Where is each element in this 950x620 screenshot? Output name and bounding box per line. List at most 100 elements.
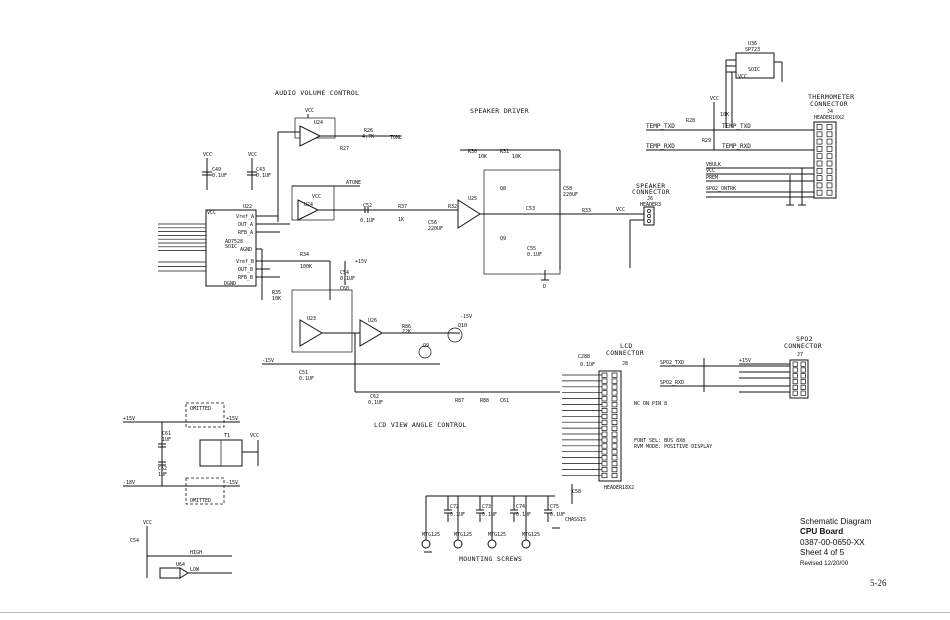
cap-label: C73: [482, 504, 491, 510]
vcc-u24b: VCC: [312, 194, 321, 200]
r31-value: 10K: [512, 154, 521, 160]
power-transformer-block: OMITTED +15V +15V C61 1UF T1 VCC C62 1UF…: [123, 402, 259, 505]
r34-label: R34: [300, 252, 309, 258]
title-line-3: 0387-00-0650-XX: [800, 537, 865, 547]
high-net: HIGH: [190, 550, 202, 556]
u22-label: U22: [243, 204, 252, 210]
out-a-pin: OUT_A: [238, 222, 253, 228]
q8-label: Q8: [500, 186, 506, 192]
c62-power-value: 1UF: [158, 472, 167, 478]
cap-value: 0.1UF: [482, 512, 497, 518]
out-b-pin: OUT_B: [238, 267, 253, 273]
lcd-view-angle-block: R34 100K +15V C54 0.1UF R35 10K C60 U23 …: [262, 252, 560, 429]
c53-label: C53: [526, 206, 535, 212]
j4-connector: [813, 121, 837, 199]
j8-pin: [611, 431, 618, 437]
prem-net: PREM: [706, 175, 718, 181]
u22-package: SOIC: [225, 244, 237, 250]
cap-label: C75: [550, 504, 559, 510]
j8-pin: [611, 472, 618, 479]
omitted-bottom-label: OMITTED: [190, 498, 211, 504]
tone-net: TONE: [390, 135, 402, 141]
audio-volume-block: AUDIO VOLUME CONTROL VCC U24 R26 4.7K TO…: [202, 89, 460, 232]
u36-package: SOIC: [748, 67, 760, 73]
j4-pin: [826, 182, 833, 189]
j8-pin: [611, 437, 618, 443]
j7-pin: [792, 390, 798, 396]
r26-label: R26: [364, 128, 373, 134]
scan-edge-line: [0, 612, 950, 613]
temp-rxd-right: TEMP_RXD: [722, 143, 751, 150]
spo2-ontrk-net: SPO2_ONTRK: [706, 186, 736, 192]
gnd-speaker: D: [543, 284, 546, 290]
nc-pin8-note: NC ON PIN 8: [634, 401, 667, 407]
screw-label: MTG125: [454, 532, 472, 538]
u36-body: [735, 52, 775, 79]
spo2-title-2: CONNECTOR: [784, 342, 822, 350]
vcc-u24a: VCC: [305, 108, 314, 114]
speaker-connector-title-1: SPEAKER: [636, 182, 666, 190]
plus15v-net-lcd: +15V: [355, 259, 367, 265]
temp-rxd-left: TEMP_RXD: [646, 143, 675, 150]
vcc-c43: VCC: [248, 152, 257, 158]
j4-pin: [826, 160, 833, 167]
r37-label: R37: [398, 204, 407, 210]
rfb-a-pin: RFB_A: [238, 230, 253, 236]
spo2-rxd-net: SPO2_RXD: [660, 380, 684, 386]
atone-net: ATONE: [346, 180, 361, 186]
mounting-screw-icon: [487, 539, 497, 549]
c52-value: 0.1UF: [360, 218, 375, 224]
j4-pin: [816, 182, 823, 189]
j4-pin: [816, 160, 823, 167]
vref-a-pin: Vref_A: [236, 214, 254, 220]
spo2-txd-net: SPO2_TXD: [660, 360, 684, 366]
j7-pin: [800, 367, 806, 373]
minus15v-q10: -15V: [460, 314, 472, 320]
r27-label: R27: [340, 146, 349, 152]
t1-label: T1: [224, 433, 230, 439]
j4-part: HEADER10X2: [814, 115, 844, 121]
j4-pin: [816, 167, 823, 174]
thermo-vcc: VCC: [710, 96, 719, 102]
screw-label: MTG125: [488, 532, 506, 538]
u24a-label: U24: [314, 120, 323, 126]
j8-pin: [611, 443, 618, 449]
j4-pin: [816, 175, 823, 181]
u24-opamp-top: [299, 125, 322, 147]
r-temp-2: R29: [702, 138, 711, 144]
vcc-c49: VCC: [203, 152, 212, 158]
plus15v-net-power-right: +15V: [226, 416, 238, 422]
r-temp-3: 10K: [720, 112, 729, 118]
omitted-top-label: OMITTED: [190, 406, 211, 412]
lcd-connector-block: LCD CONNECTOR J8 C288 0.1UF NC ON PIN 8 …: [562, 342, 712, 504]
speaker-driver-block: SPEAKER DRIVER R30 R31 10K 10K Q8 Q9 U25…: [448, 107, 644, 290]
u23-opamp: [299, 319, 323, 347]
c64-label: C62: [370, 394, 379, 400]
j6-part: HEADER3: [640, 202, 661, 208]
j8-pin: [611, 419, 618, 425]
j4-pin: [826, 189, 833, 196]
j4-pin: [826, 167, 833, 174]
j7-pin: [800, 361, 806, 367]
r31-label: R31: [500, 149, 509, 155]
c62-power-label: C62: [158, 466, 167, 472]
title-block: Schematic Diagram CPU Board 0387-00-0650…: [800, 517, 871, 569]
c51-label: C51: [299, 370, 308, 376]
u64-body: [159, 567, 181, 579]
minus18v-net: -18V: [123, 480, 135, 486]
u36-label: U36: [748, 41, 757, 47]
mounting-screw-icon: [453, 539, 463, 549]
c60-label: C60: [340, 286, 349, 292]
vref-b-pin: Vref_B: [236, 259, 254, 265]
omitted-bottom-box: [185, 477, 225, 505]
spo2-title-1: SPO2: [796, 335, 813, 343]
minus15v-power-right: -15V: [226, 480, 238, 486]
speaker-driver-title: SPEAKER DRIVER: [470, 107, 529, 115]
u26-label: U26: [368, 318, 377, 324]
u25-opamp: [457, 199, 481, 229]
speaker-connector-block: SPEAKER CONNECTOR J6 HEADER3 VCC: [616, 182, 670, 268]
j7-pin: [792, 367, 798, 373]
j8-pin: [611, 402, 618, 408]
c58-label: C58: [563, 186, 572, 192]
